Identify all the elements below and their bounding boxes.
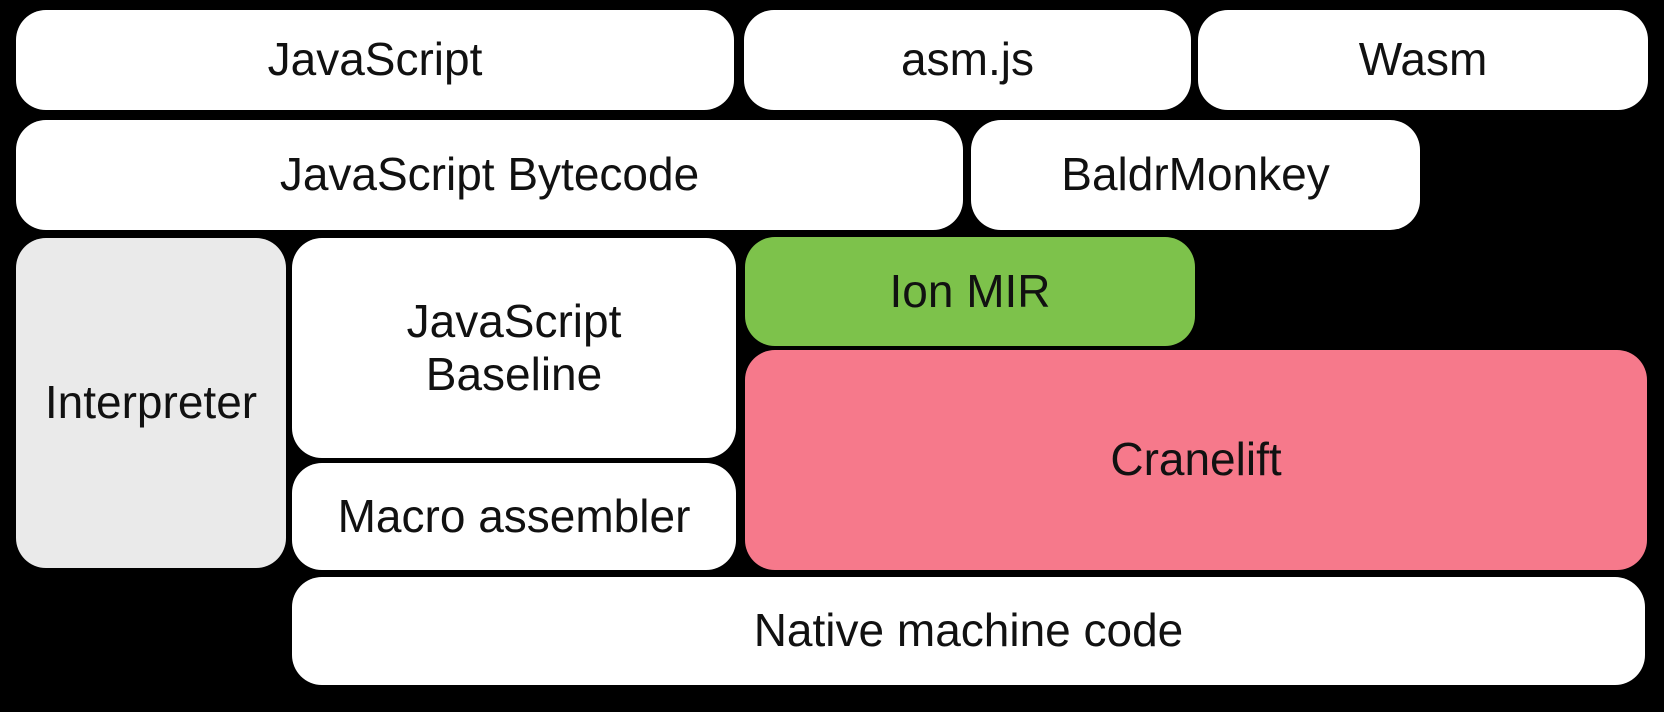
box-wasm: Wasm bbox=[1198, 10, 1648, 110]
box-javascript-bytecode: JavaScript Bytecode bbox=[16, 120, 963, 230]
box-javascript-baseline: JavaScript Baseline bbox=[292, 238, 736, 458]
box-baldrmonkey: BaldrMonkey bbox=[971, 120, 1420, 230]
box-label-javascript: JavaScript bbox=[267, 33, 483, 86]
box-label-asm-js: asm.js bbox=[901, 33, 1034, 86]
box-label-ion-mir: Ion MIR bbox=[889, 264, 1051, 317]
box-label-macro-assembler: Macro assembler bbox=[337, 489, 691, 542]
box-label-wasm: Wasm bbox=[1358, 33, 1488, 86]
box-interpreter: Interpreter bbox=[16, 238, 286, 568]
box-label-interpreter: Interpreter bbox=[44, 376, 258, 429]
box-ion-mir: Ion MIR bbox=[745, 237, 1195, 346]
box-cranelift: Cranelift bbox=[745, 350, 1647, 570]
box-javascript: JavaScript bbox=[16, 10, 734, 110]
box-native-machine-code: Native machine code bbox=[292, 577, 1645, 685]
box-macro-assembler: Macro assembler bbox=[292, 463, 736, 570]
box-label-baldrmonkey: BaldrMonkey bbox=[1061, 148, 1330, 201]
box-asm-js: asm.js bbox=[744, 10, 1191, 110]
box-label-javascript-bytecode: JavaScript Bytecode bbox=[279, 148, 700, 201]
box-label-javascript-baseline: JavaScript Baseline bbox=[406, 294, 622, 400]
box-label-native-machine-code: Native machine code bbox=[753, 604, 1184, 657]
box-label-cranelift: Cranelift bbox=[1110, 433, 1282, 486]
